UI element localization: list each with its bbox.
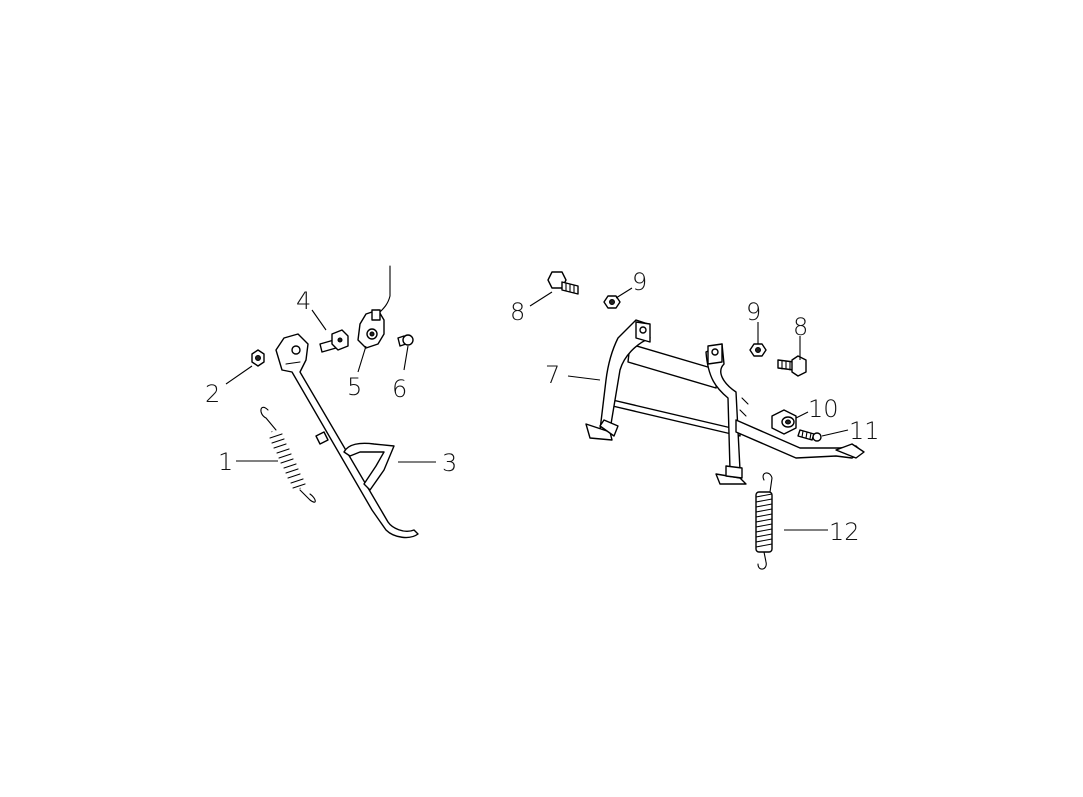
side-stand: [275, 333, 419, 539]
callout-8-right: 8: [793, 313, 808, 341]
callout-1: 1: [218, 448, 233, 476]
main-stand-spring: [755, 472, 773, 570]
stand-nut-left: [603, 295, 621, 309]
side-stand-switch: [357, 265, 391, 349]
main-stand: [585, 319, 865, 485]
callout-10: 10: [808, 395, 839, 423]
callout-5: 5: [347, 373, 362, 401]
side-stand-spring: [260, 406, 316, 503]
callout-11: 11: [849, 417, 880, 445]
callout-9-left: 9: [632, 268, 647, 296]
callout-8-left: 8: [510, 298, 525, 326]
callout-2: 2: [205, 380, 220, 408]
callout-4: 4: [296, 287, 311, 315]
stand-nut-right: [749, 343, 767, 357]
collar: [771, 409, 797, 435]
switch-screw: [397, 334, 414, 347]
nut: [251, 349, 265, 367]
collar-bolt: [797, 429, 822, 442]
leader-lines: [225, 287, 849, 531]
flange-bolt: [547, 271, 579, 295]
callout-labels: 1 2 3 4 5 6 7 8 9 9 8 10 11 12: [205, 268, 880, 546]
callout-7: 7: [545, 361, 560, 389]
callout-3: 3: [442, 449, 457, 477]
callout-9-right: 9: [746, 298, 761, 326]
callout-12: 12: [829, 518, 860, 546]
callout-6: 6: [392, 375, 407, 403]
stand-bolt-right: [777, 355, 807, 377]
side-stand-bolt: [319, 329, 349, 353]
